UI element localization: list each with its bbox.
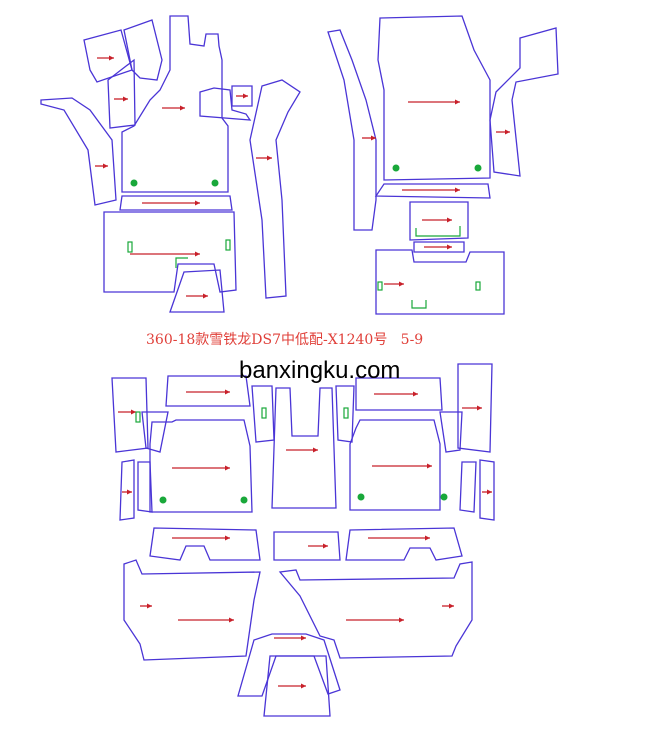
piece-b-right-pillar-a xyxy=(439,411,463,453)
piece-b-front-mat-right xyxy=(349,419,441,511)
piece-tr-console xyxy=(409,201,469,241)
piece-b-rear-strip-right xyxy=(345,527,463,561)
piece-b-rear-strip-left xyxy=(149,527,261,561)
arrowhead xyxy=(301,683,306,689)
piece-b-bottom-box xyxy=(263,655,331,717)
arrowhead xyxy=(455,99,460,105)
arrowhead xyxy=(301,635,306,641)
piece-b-right-sill-b xyxy=(479,459,495,521)
piece-tr-rear-mat xyxy=(375,249,505,315)
arrowhead xyxy=(127,489,132,495)
marker-dot xyxy=(474,164,482,172)
piece-tl-tunnel xyxy=(169,269,225,313)
arrowhead xyxy=(447,217,452,223)
arrowhead xyxy=(131,409,136,415)
marker-dot xyxy=(357,493,365,501)
arrowhead xyxy=(323,543,328,549)
marker-bracket xyxy=(411,300,427,309)
top-left-pattern-set xyxy=(40,15,301,313)
marker-slot xyxy=(261,407,267,419)
piece-b-top-panel-left xyxy=(165,375,251,407)
arrowhead xyxy=(399,281,404,287)
piece-b-rear-mat-left xyxy=(123,559,261,661)
pattern-caption: 360-18款雪铁龙DS7中低配-X1240号 5-9 xyxy=(146,332,424,348)
arrowhead xyxy=(147,603,152,609)
marker-bracket xyxy=(175,257,188,268)
arrowhead xyxy=(225,465,230,471)
marker-dot xyxy=(159,496,167,504)
piece-tr-sill-strip xyxy=(374,183,491,199)
piece-tl-small-box xyxy=(231,85,253,107)
piece-tl-main-mat xyxy=(121,15,229,193)
arrowhead xyxy=(109,55,114,61)
marker-dot xyxy=(440,493,448,501)
arrowhead xyxy=(477,405,482,411)
arrowhead xyxy=(455,187,460,193)
piece-b-rear-strip-center xyxy=(273,531,341,561)
piece-tr-main-mat xyxy=(377,15,491,181)
arrowhead xyxy=(203,293,208,299)
arrowhead xyxy=(225,389,230,395)
arrowhead xyxy=(195,251,200,257)
piece-b-left-sill-a xyxy=(119,459,135,521)
piece-b-right-pillar-b xyxy=(335,385,355,443)
bottom-pattern-set xyxy=(111,363,495,717)
arrowhead xyxy=(123,96,128,102)
marker-bracket xyxy=(415,226,461,237)
marker-dot xyxy=(392,164,400,172)
marker-dot xyxy=(130,179,138,187)
piece-tl-side-left xyxy=(40,97,117,206)
arrowhead xyxy=(180,105,185,111)
arrowhead xyxy=(487,489,492,495)
arrowhead xyxy=(427,463,432,469)
piece-b-top-panel-right xyxy=(355,377,443,411)
marker-slot xyxy=(127,241,133,253)
arrowhead xyxy=(371,135,376,141)
arrowhead xyxy=(313,447,318,453)
top-right-pattern-set xyxy=(327,15,559,315)
marker-slot xyxy=(475,281,481,291)
piece-tl-sill-strip xyxy=(119,195,233,211)
arrowhead xyxy=(225,535,230,541)
piece-tl-small-flap xyxy=(83,29,133,83)
piece-b-rear-mat-right xyxy=(278,561,473,659)
piece-tl-side-right xyxy=(249,79,301,299)
piece-b-center-tunnel xyxy=(271,387,337,509)
piece-tl-hook xyxy=(199,87,252,121)
piece-tr-console-strip xyxy=(413,241,465,253)
arrowhead xyxy=(243,93,248,99)
piece-tl-rear-mat xyxy=(103,211,237,293)
marker-slot xyxy=(135,411,141,423)
piece-b-left-sill-b xyxy=(137,461,153,513)
marker-slot xyxy=(343,407,349,419)
piece-b-right-door xyxy=(457,363,493,453)
marker-dot xyxy=(211,179,219,187)
arrowhead xyxy=(425,535,430,541)
arrowhead xyxy=(413,391,418,397)
piece-tr-right-flap xyxy=(489,27,559,177)
piece-b-left-pillar-a xyxy=(141,411,169,453)
marker-dot xyxy=(240,496,248,504)
piece-tl-strip xyxy=(123,19,163,81)
piece-tr-left-strip xyxy=(327,29,377,231)
watermark-text: banxingku.com xyxy=(239,357,401,384)
arrowhead xyxy=(229,617,234,623)
arrowhead xyxy=(195,200,200,206)
arrowhead xyxy=(505,129,510,135)
piece-b-tunnel-arch xyxy=(237,633,341,697)
piece-b-right-sill-a xyxy=(459,461,477,513)
arrowhead xyxy=(447,244,452,250)
arrowhead xyxy=(267,155,272,161)
marker-slot xyxy=(225,239,231,251)
arrowhead xyxy=(449,603,454,609)
arrowhead xyxy=(103,163,108,169)
marker-slot xyxy=(377,281,383,291)
piece-b-left-pillar-b xyxy=(251,385,275,443)
arrowhead xyxy=(399,617,404,623)
